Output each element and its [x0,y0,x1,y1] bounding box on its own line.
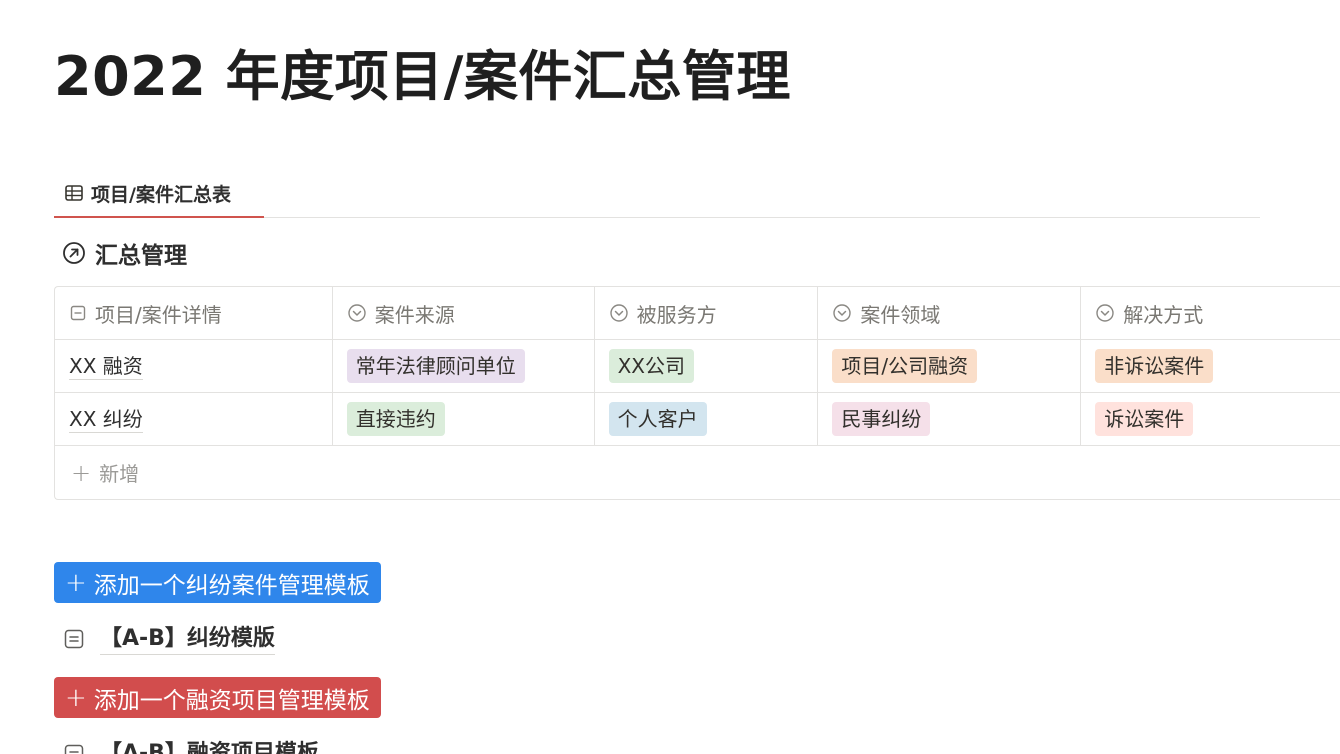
cell-field[interactable]: 项目/公司融资 [818,340,1082,392]
template-doc-icon [64,629,84,649]
cell-client[interactable]: XX公司 [595,340,819,392]
field-tag: 项目/公司融资 [832,349,978,383]
cell-client[interactable]: 个人客户 [595,393,819,445]
section-title-text: 汇总管理 [95,243,187,269]
column-header-source[interactable]: 案件来源 [333,287,595,339]
row-title[interactable]: XX 融资 [69,353,143,380]
source-tag: 直接违约 [346,402,445,436]
column-header-label: 解决方式 [1123,302,1204,327]
client-tag: XX公司 [608,349,694,383]
field-tag: 民事纠纷 [832,402,931,436]
plus-icon: + [65,567,87,598]
table-icon [65,185,83,201]
column-header-label: 案件来源 [374,302,455,327]
add-row-button[interactable]: + 新增 [55,446,1340,499]
table-row: XX 融资 常年法律顾问单位 XX公司 项目/公司融资 非诉讼案件 [55,340,1340,393]
method-tag: 诉讼案件 [1095,402,1194,436]
plus-icon: + [71,458,92,487]
select-chevron-icon [348,304,366,322]
column-header-label: 案件领域 [860,302,941,327]
page-icon [70,305,86,321]
button-label: 添加一个融资项目管理模板 [93,687,370,714]
plus-icon: + [65,682,87,713]
column-header-method[interactable]: 解决方式 [1081,287,1340,339]
cell-source[interactable]: 直接违约 [333,393,595,445]
tab-summary-table[interactable]: 项目/案件汇总表 [54,170,264,218]
cell-method[interactable]: 非诉讼案件 [1081,340,1340,392]
arrow-up-right-circle-icon [63,242,85,264]
tab-label: 项目/案件汇总表 [91,183,231,206]
template-link-label: 【A-B】融资项目模板 [100,739,319,754]
cell-field[interactable]: 民事纠纷 [818,393,1082,445]
financing-template-link[interactable]: 【A-B】融资项目模板 [62,734,319,754]
template-link-label: 【A-B】纠纷模版 [100,624,275,655]
add-dispute-template-button[interactable]: + 添加一个纠纷案件管理模板 [54,562,381,603]
source-tag: 常年法律顾问单位 [346,349,525,383]
add-row-label: 新增 [99,462,140,486]
cell-source[interactable]: 常年法律顾问单位 [333,340,595,392]
column-header-details[interactable]: 项目/案件详情 [55,287,333,339]
page-title: 2022 年度项目/案件汇总管理 [54,45,791,108]
dispute-template-link[interactable]: 【A-B】纠纷模版 [62,619,275,659]
table-header-row: 项目/案件详情 案件来源 被服务方 [55,287,1340,340]
summary-table: 项目/案件详情 案件来源 被服务方 [54,286,1340,500]
select-chevron-icon [833,304,852,322]
client-tag: 个人客户 [608,402,707,436]
column-header-client[interactable]: 被服务方 [595,287,819,339]
column-header-label: 被服务方 [636,302,717,327]
add-financing-template-button[interactable]: + 添加一个融资项目管理模板 [54,677,381,718]
column-header-field[interactable]: 案件领域 [818,287,1082,339]
section-title[interactable]: 汇总管理 [62,236,187,270]
cell-title[interactable]: XX 纠纷 [55,393,333,445]
template-doc-icon [64,744,84,754]
row-title[interactable]: XX 纠纷 [69,406,143,433]
cell-title[interactable]: XX 融资 [55,340,333,392]
view-tabbar: 项目/案件汇总表 [54,170,1260,218]
select-chevron-icon [609,304,628,322]
table-row: XX 纠纷 直接违约 个人客户 民事纠纷 诉讼案件 [55,393,1340,446]
column-header-label: 项目/案件详情 [95,302,222,327]
method-tag: 非诉讼案件 [1095,349,1214,383]
select-chevron-icon [1096,304,1114,322]
button-label: 添加一个纠纷案件管理模板 [93,572,370,599]
cell-method[interactable]: 诉讼案件 [1081,393,1340,445]
